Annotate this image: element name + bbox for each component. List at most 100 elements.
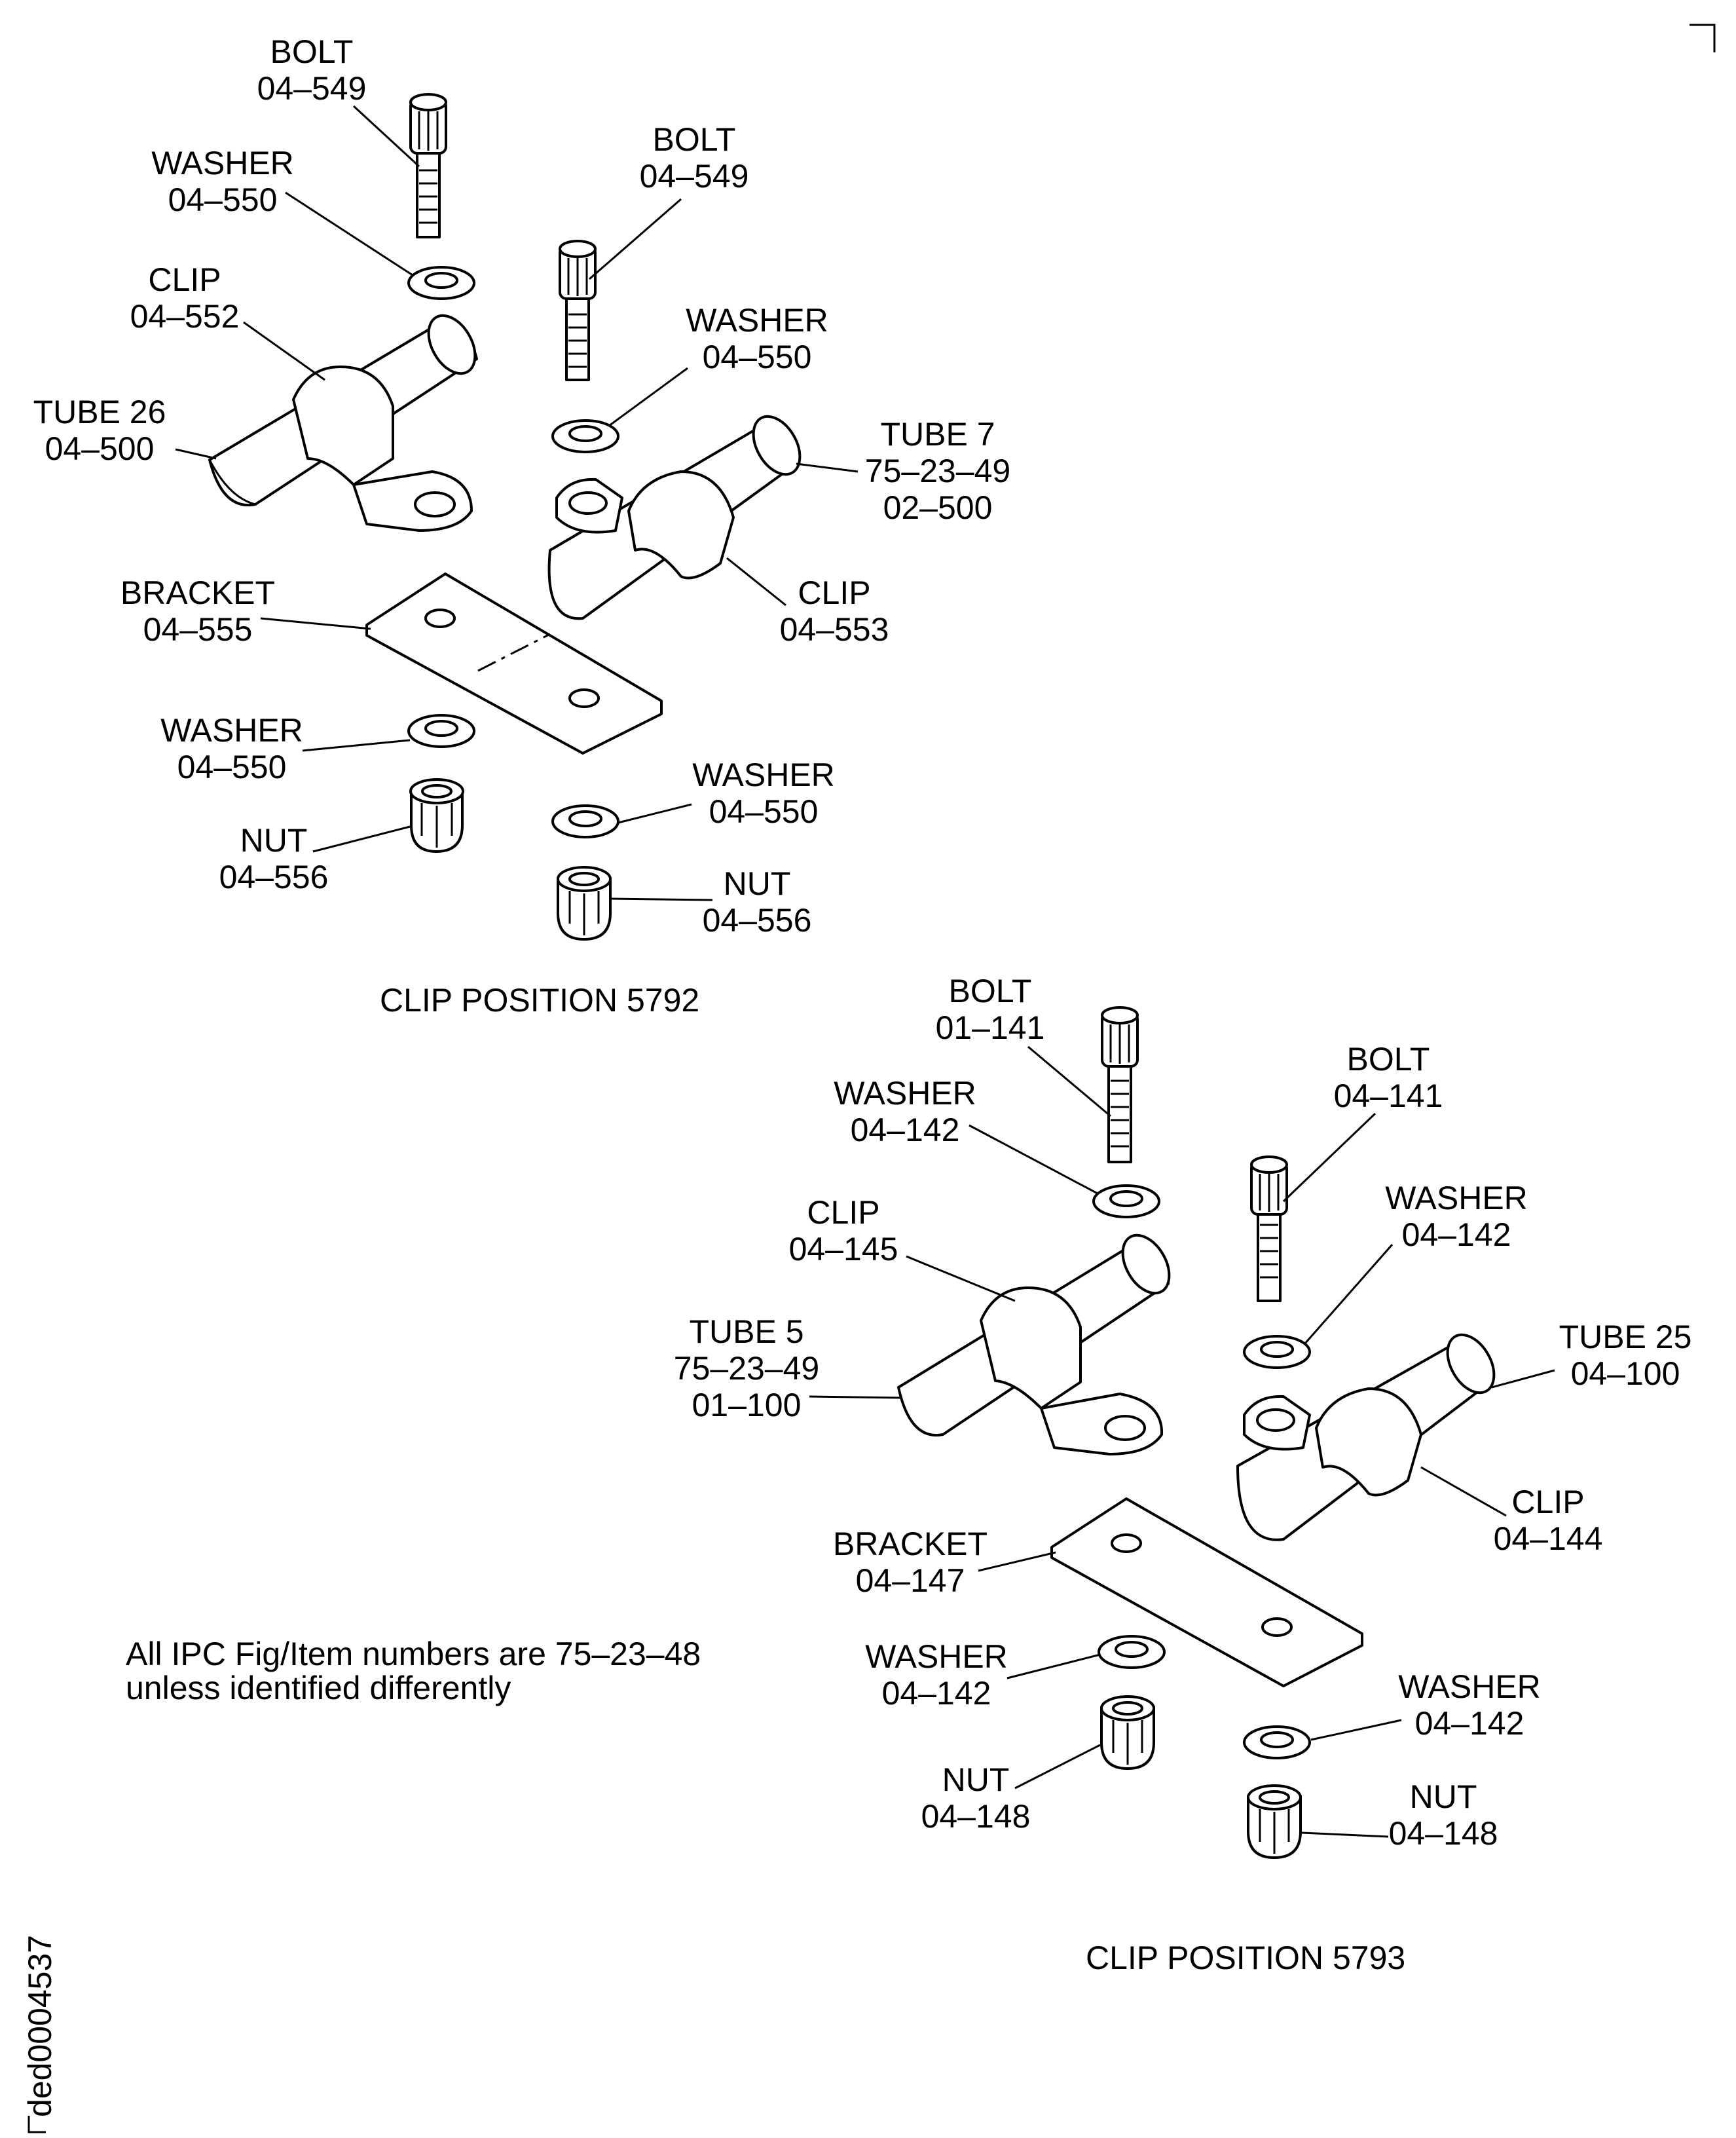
clip-part bbox=[1243, 1387, 1422, 1497]
nut-part bbox=[409, 778, 464, 853]
leader-line bbox=[312, 825, 411, 853]
clip-part bbox=[292, 366, 473, 532]
callout-part-number: 04–550 bbox=[703, 339, 812, 375]
callout-part-name: BOLT bbox=[949, 973, 1032, 1009]
callout-part-number: 04–141 bbox=[1334, 1078, 1443, 1114]
callout-part-number: 04–550 bbox=[168, 181, 278, 218]
callout-part-number: 04–144 bbox=[1494, 1520, 1603, 1557]
leader-line bbox=[1301, 1831, 1389, 1838]
callout-part-number: 75–23–49 bbox=[865, 453, 1010, 489]
callout-part-name: NUT bbox=[1410, 1778, 1477, 1815]
callout-part-number: 04–555 bbox=[143, 611, 253, 648]
callout-part-name: CLIP bbox=[807, 1194, 879, 1231]
leader-line bbox=[1491, 1369, 1555, 1389]
clip-part bbox=[980, 1286, 1164, 1455]
leader-line bbox=[608, 367, 688, 427]
callout-part-name: WASHER bbox=[1385, 1180, 1528, 1216]
note-line-1: All IPC Fig/Item numbers are 75–23–48 bbox=[126, 1636, 701, 1672]
bolt-part bbox=[1250, 1155, 1288, 1302]
washer-part bbox=[1098, 1635, 1166, 1669]
callout-part-name: WASHER bbox=[686, 302, 828, 339]
callout-part-number: 04–148 bbox=[921, 1798, 1031, 1835]
washer-part bbox=[1243, 1335, 1311, 1369]
washer-part bbox=[407, 266, 475, 300]
leader-line bbox=[1303, 1244, 1394, 1345]
callout-part-name: BRACKET bbox=[833, 1526, 988, 1562]
callout-part-name: CLIP bbox=[148, 261, 221, 298]
callout-part-number: 04–549 bbox=[640, 158, 749, 195]
leader-line bbox=[1014, 1744, 1101, 1790]
leader-line bbox=[243, 321, 325, 381]
callout-part-name: WASHER bbox=[692, 757, 835, 793]
leader-line bbox=[175, 448, 217, 460]
callout-part-name: NUT bbox=[240, 822, 308, 859]
leader-line bbox=[302, 739, 411, 752]
callout-part-number: 04–553 bbox=[780, 611, 889, 648]
callout-part-name: BOLT bbox=[270, 33, 354, 70]
callout-part-name: TUBE 7 bbox=[880, 416, 995, 453]
bracket-part bbox=[1050, 1497, 1363, 1687]
callout-part-name: TUBE 26 bbox=[33, 394, 166, 430]
callout-part-number: 04–550 bbox=[709, 793, 819, 830]
washer-part bbox=[1243, 1725, 1311, 1759]
corner-mark-bottom-left bbox=[28, 2116, 46, 2133]
leader-line bbox=[978, 1551, 1056, 1572]
clip-part bbox=[555, 470, 735, 580]
callout-part-number: 75–23–49 bbox=[674, 1350, 819, 1387]
callout-part-name: CLIP bbox=[1511, 1484, 1584, 1520]
callout-part-number: 04–552 bbox=[130, 298, 240, 335]
callout-part-name: WASHER bbox=[151, 145, 294, 181]
caption-clip-position-5793: CLIP POSITION 5793 bbox=[1086, 1940, 1405, 1976]
leader-line bbox=[610, 897, 713, 901]
bolt-part bbox=[559, 240, 597, 381]
leader-line bbox=[589, 198, 682, 280]
callout-part-number: 04–142 bbox=[882, 1675, 991, 1712]
leader-line bbox=[1420, 1466, 1507, 1517]
leader-line bbox=[260, 617, 371, 630]
leader-line bbox=[285, 191, 413, 276]
callout-part-name: BOLT bbox=[653, 121, 736, 158]
callout-part-number: 01–141 bbox=[936, 1009, 1045, 1046]
callout-part-name: NUT bbox=[724, 865, 791, 902]
callout-part-number: 04–556 bbox=[703, 902, 812, 939]
washer-part bbox=[551, 804, 619, 838]
corner-mark-top-right bbox=[1690, 24, 1716, 52]
bracket-part bbox=[365, 572, 663, 755]
leader-line bbox=[796, 462, 859, 473]
callout-part-name: NUT bbox=[942, 1761, 1010, 1798]
callout-part-name: BOLT bbox=[1347, 1041, 1430, 1078]
bolt-part bbox=[409, 93, 447, 238]
callout-part-name: BRACKET bbox=[120, 574, 275, 611]
washer-part bbox=[551, 419, 619, 453]
callout-part-number: 04–145 bbox=[789, 1231, 898, 1267]
drawing-id: ded0004537 bbox=[22, 1935, 58, 2117]
leader-line bbox=[906, 1255, 1016, 1302]
nut-part bbox=[1100, 1695, 1155, 1770]
callout-part-number: 02–500 bbox=[883, 489, 993, 526]
washer-part bbox=[1092, 1184, 1160, 1218]
callout-part-number: 04–549 bbox=[257, 70, 367, 107]
